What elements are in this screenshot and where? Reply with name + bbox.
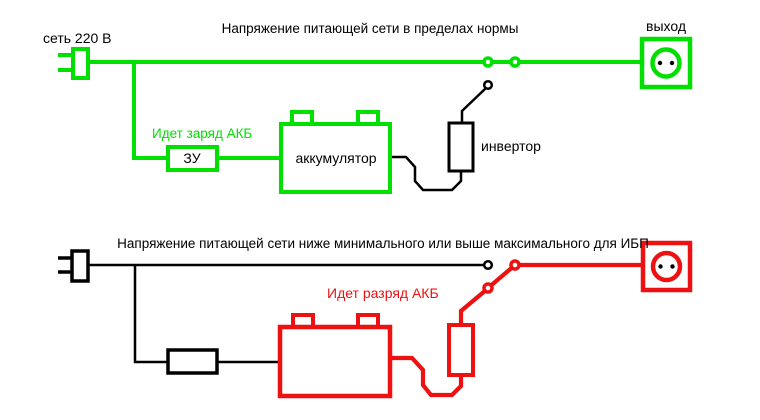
inverter-switch-lever-wire bbox=[458, 288, 488, 326]
inverter-box bbox=[447, 121, 475, 173]
battery-box bbox=[277, 324, 393, 399]
switch-contact-mains-icon bbox=[482, 259, 494, 271]
switch-contact-output-icon bbox=[509, 56, 521, 68]
switch-contact-inverter-icon bbox=[482, 79, 494, 91]
charge-status-label: Идет заряд АКБ bbox=[152, 126, 252, 141]
inverter-switch-lever-wire bbox=[460, 87, 487, 123]
switch-contact-output-icon bbox=[509, 259, 521, 271]
mains-to-charger-branch-wire bbox=[133, 264, 170, 364]
switch-closed-lever-wire bbox=[486, 263, 517, 290]
socket-face bbox=[650, 250, 683, 283]
battery-to-inverter-wire bbox=[390, 155, 463, 192]
output-socket-icon bbox=[640, 240, 693, 293]
battery-to-inverter-wire bbox=[390, 355, 464, 398]
charger-box bbox=[166, 145, 219, 172]
output-socket-icon bbox=[639, 36, 693, 90]
mains-to-charger-branch-wire bbox=[132, 60, 170, 160]
mains-label: сеть 220 В bbox=[43, 30, 112, 46]
switch-contact-inverter-icon bbox=[482, 282, 494, 294]
switch-contact-mains-icon bbox=[482, 56, 494, 68]
battery-label: аккумулятор bbox=[295, 150, 376, 166]
charger-label: ЗУ bbox=[183, 150, 200, 166]
socket-pin-hole bbox=[658, 264, 663, 269]
discharge-status-label: Идет разряд АКБ bbox=[327, 285, 439, 301]
socket-pin-hole bbox=[657, 60, 663, 66]
diagram-mains-normal: Напряжение питающей сети в пределах норм… bbox=[43, 18, 693, 194]
mains-plug-icon bbox=[70, 249, 90, 283]
socket-face bbox=[650, 47, 682, 79]
bottom-diagram-title: Напряжение питающей сети ниже минимально… bbox=[117, 236, 649, 251]
socket-pin-hole bbox=[670, 264, 675, 269]
charger-box bbox=[166, 348, 219, 375]
inverter-label: инвертор bbox=[481, 138, 541, 154]
battery-box bbox=[279, 122, 392, 194]
diagram-mains-out-of-range: Напряжение питающей сети ниже минимально… bbox=[58, 236, 693, 399]
socket-pin-hole bbox=[669, 60, 675, 66]
top-diagram-title: Напряжение питающей сети в пределах норм… bbox=[222, 21, 519, 36]
inverter-box bbox=[447, 323, 475, 377]
output-label: выход bbox=[646, 18, 686, 34]
mains-plug-icon bbox=[71, 47, 90, 80]
